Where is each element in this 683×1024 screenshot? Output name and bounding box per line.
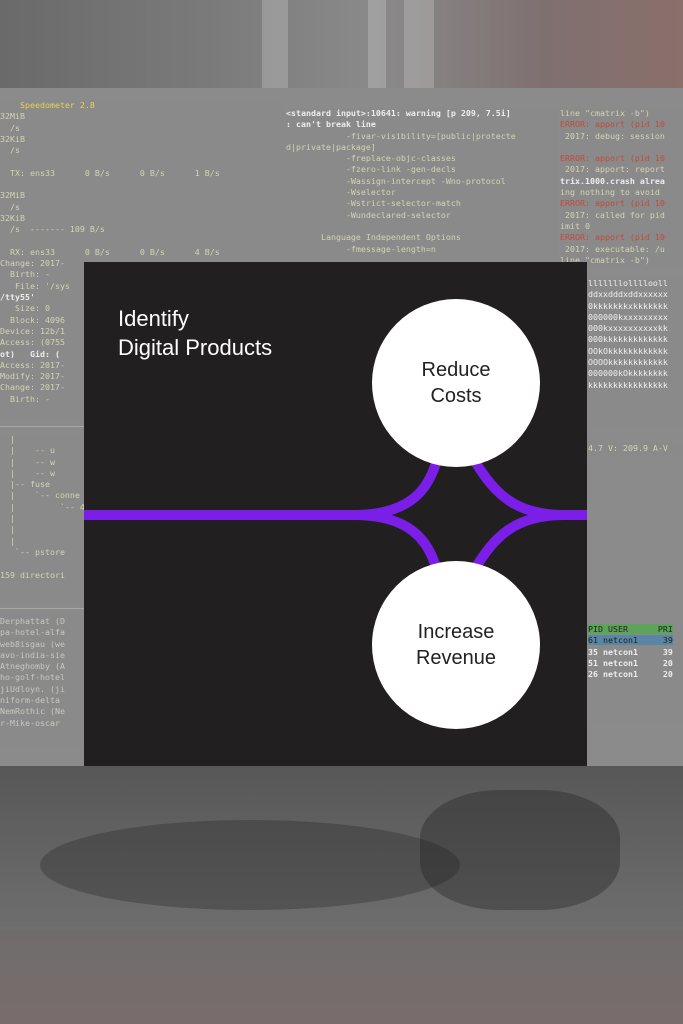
terminal-status-text: 4.7 V: 209.9 A-V: [588, 443, 668, 453]
terminal-status-line: 4.7 V: 209.9 A-V: [588, 443, 683, 457]
terminal-matrix-text: lllllllollllooll ddxxdddxddxxxxxx 0kkkkk…: [588, 278, 668, 390]
flow-line-group: [84, 460, 587, 570]
background-keyboard: [40, 820, 460, 910]
terminal-matrix-pane: lllllllollllooll ddxxdddxddxxxxxx 0kkkkk…: [588, 278, 683, 428]
reduce-costs-node: Reduce Costs: [372, 299, 540, 467]
card-title-line1: Identify: [118, 306, 189, 331]
terminal-right-pane: line "cmatrix -b") ERROR: apport (pid 10…: [560, 108, 683, 268]
terminal-host-text: Derphattat (D pa-hotel-alfa web8isgau (w…: [0, 616, 65, 728]
terminal-right-text: line "cmatrix -b") ERROR: apport (pid 10…: [560, 108, 665, 265]
terminal-tree-text: | | -- u | -- w | -- w |-- fuse | `-- co…: [0, 434, 85, 580]
flow-branch-right-down: [471, 510, 565, 570]
flow-branch-left-down: [353, 510, 441, 569]
flow-branch-right-up: [471, 460, 565, 520]
terminal-left-text: Speedometer 2.8 32MiB /s 32KiB /s TX: en…: [0, 100, 220, 404]
terminal-host-pane: Derphattat (D pa-hotel-alfa web8isgau (w…: [0, 616, 100, 746]
card-title: Identify Digital Products: [118, 304, 272, 362]
terminal-tree-pane: | | -- u | -- w | -- w |-- fuse | `-- co…: [0, 434, 100, 604]
terminal-process-text: PID USER PRI 61 netcon1 39 35 netcon1 39…: [588, 624, 673, 680]
flow-lines: [84, 460, 587, 570]
node-label-line1: Increase: [417, 621, 495, 643]
background-desk-edge: [0, 930, 683, 1024]
terminal-process-pane: PID USER PRI 61 netcon1 39 35 netcon1 39…: [588, 624, 683, 724]
node-label-line2: Costs: [430, 385, 482, 407]
background-blind: [368, 0, 386, 92]
graphic-card: Identify Digital Products Reduce Costs I…: [84, 262, 587, 766]
node-label-line1: Reduce: [421, 359, 491, 381]
node-label-line2: Revenue: [415, 647, 497, 669]
increase-revenue-node: Increase Revenue: [372, 561, 540, 729]
background-wall: [0, 0, 683, 90]
terminal-middle-text: <standard input>:10641: warning [p 209, …: [286, 108, 516, 254]
terminal-middle-pane: <standard input>:10641: warning [p 209, …: [286, 108, 558, 260]
card-title-line2: Digital Products: [118, 335, 273, 360]
background-desk: [0, 766, 683, 1024]
background-mouse: [420, 790, 620, 910]
background-blind: [404, 0, 434, 92]
background-blind: [262, 0, 288, 92]
flow-branch-left-up: [353, 461, 441, 520]
